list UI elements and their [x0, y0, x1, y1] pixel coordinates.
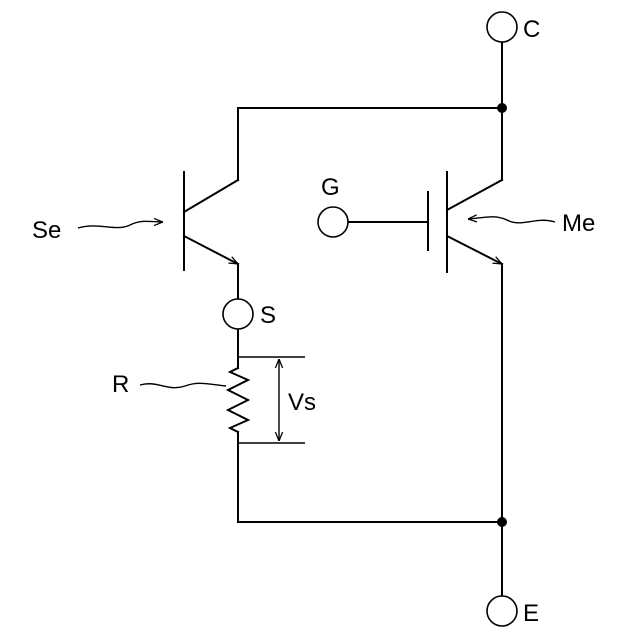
se-pointer: [78, 221, 163, 228]
se-label: Se: [32, 217, 61, 244]
emitter-label: E: [523, 600, 539, 627]
bottom-junction-dot: [497, 517, 507, 527]
sense-transistor: [184, 172, 238, 270]
sense-terminal: [223, 299, 253, 329]
collector-wire: [238, 42, 502, 180]
collector-label: C: [523, 16, 540, 43]
r-pointer: [140, 383, 226, 387]
top-junction-dot: [497, 103, 507, 113]
me-label: Me: [562, 210, 595, 237]
vs-label: Vs: [288, 389, 316, 416]
gate-terminal: [318, 207, 348, 237]
resistor-label: R: [112, 371, 129, 398]
collector-terminal: [487, 12, 517, 42]
sense-label: S: [260, 302, 276, 329]
me-pointer: [468, 217, 555, 223]
gate-label: G: [321, 174, 340, 201]
main-igbt: [348, 172, 502, 272]
emitter-terminal: [487, 596, 517, 626]
